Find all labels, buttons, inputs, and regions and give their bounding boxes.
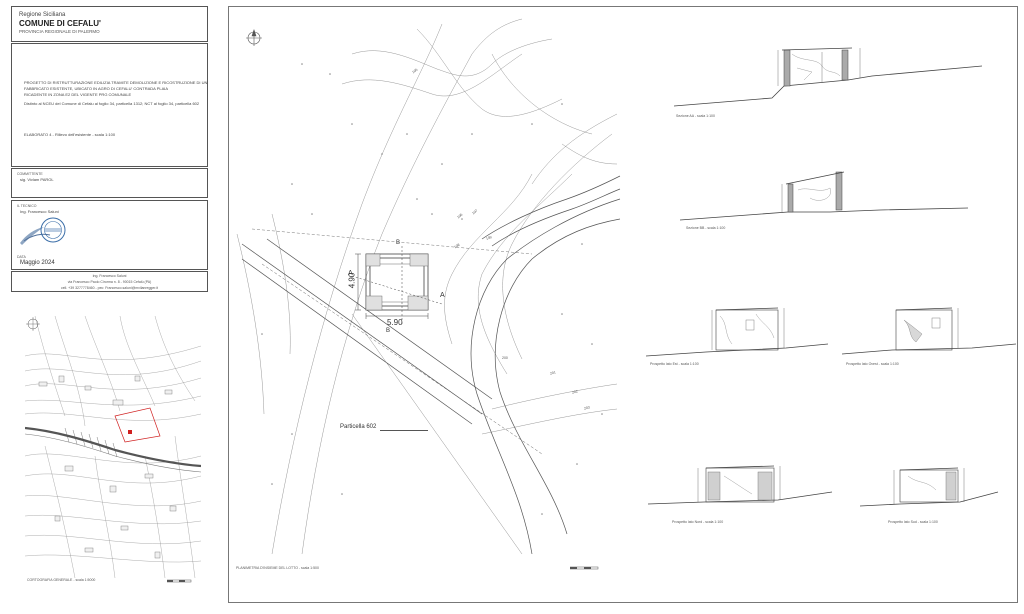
elevation-nord-drawing [647, 465, 833, 505]
elevation-sud-drawing [859, 467, 999, 507]
committente-name: sig. Vivlam PAROL [20, 177, 54, 182]
section-b-top: B [396, 240, 401, 246]
project-line-2: FABBRICATO ESISTENTE, UBICATO IN AGRO DI… [24, 86, 169, 91]
section-a-left: A [348, 270, 353, 277]
particella-label: Particella 602 [340, 424, 377, 430]
committente-label: COMMITTENTE [17, 172, 43, 176]
region-label: Regione Siciliana [19, 12, 66, 18]
elevation-ovest-drawing [841, 307, 1017, 355]
elevation-est-drawing [645, 307, 829, 357]
contour-label: 200 [502, 356, 508, 360]
dimension-width: 5.90 [387, 318, 403, 327]
cadastre-line: Distinto al NCEU del Comune di Cefalu al… [24, 101, 200, 106]
section-a-right: A [440, 292, 445, 299]
elevation-nord: Prospetto lato Nord - scala 1:100 [647, 462, 834, 528]
tecnico-label: IL TECNICO [17, 204, 37, 208]
header-box: Regione Siciliana COMUNE DI CEFALU' PROV… [11, 6, 208, 42]
elaborato-line: ELABORATO 4 - Rilievo dell'esistente - s… [24, 132, 116, 137]
tecnico-box: IL TECNICO Ing. Francesco Saluni DATA Ma… [11, 200, 208, 270]
elevation-sud-caption: Prospetto lato Sud - scala 1:100 [888, 520, 938, 524]
project-line-3: RICADENTE IN ZONA E2 DEL VIGENTE PRG COM… [24, 92, 132, 97]
address-box: Ing. Francesco Saluni via Francesco Paol… [11, 271, 208, 292]
elevation-sud: Prospetto lato Sud - scala 1:100 [859, 462, 1000, 528]
corografia-map: CORTOGRAFIA GENERALE - scala 1:5000 [24, 315, 202, 586]
planimetria-scale-bar [570, 566, 599, 570]
elevation-ovest-caption: Prospetto lato Ovest - scala 1:100 [846, 362, 899, 366]
tecnico-name: Ing. Francesco Saluni [20, 209, 59, 214]
section-aa: Sezione AA - scala 1:100 [672, 42, 984, 122]
section-aa-caption: Sezione AA - scala 1:100 [676, 114, 715, 118]
project-box: PROGETTO DI RISTRUTTURAZIONE EDILIZIA TR… [11, 43, 208, 167]
elevation-est: Prospetto lato Est - scala 1:100 [645, 304, 830, 370]
project-line-1: PROGETTO DI RISTRUTTURAZIONE EDILIZIA TR… [24, 80, 208, 85]
address-name: Ing. Francesco Saluni [92, 274, 127, 278]
particella-leader [380, 430, 428, 431]
planimetria-caption: PLANIMETRIA D'INSIEME DEL LOTTO - scala … [236, 566, 319, 570]
section-aa-drawing [673, 47, 983, 107]
section-bb: Sezione BB - scala 1:100 [679, 168, 970, 234]
comune-title: COMUNE DI CEFALU' [19, 19, 101, 28]
corografia-drawing [24, 315, 202, 579]
committente-box: COMMITTENTE sig. Vivlam PAROL [11, 168, 208, 198]
planimetria: 4.90 5.90 A A B B Particella 602 195 196… [232, 14, 622, 574]
section-bb-drawing [679, 171, 969, 221]
address-line-2: cell. +39 3277778460 - pec: Francesco.sa… [60, 286, 159, 290]
elevation-est-caption: Prospetto lato Est - scala 1:100 [650, 362, 699, 366]
section-bb-caption: Sezione BB - scala 1:100 [686, 226, 726, 230]
date-value: Maggio 2024 [20, 260, 55, 266]
corografia-scale-bar [167, 579, 192, 583]
elevation-ovest: Prospetto lato Ovest - scala 1:100 [841, 304, 1018, 370]
address-line-1: via Francesco Paolo Cirorma n. 8 - 90015… [67, 280, 152, 284]
professional-stamp [20, 217, 66, 245]
provincia-label: PROVINCIA REGIONALE DI PALERMO [19, 29, 100, 34]
north-arrow-icon [246, 29, 262, 46]
section-b-bottom: B [386, 328, 391, 334]
elevation-nord-caption: Prospetto lato Nord - scala 1:100 [672, 520, 724, 524]
data-label: DATA [17, 255, 26, 259]
planimetria-drawing [236, 18, 621, 555]
corografia-caption: CORTOGRAFIA GENERALE - scala 1:5000 [27, 578, 96, 582]
